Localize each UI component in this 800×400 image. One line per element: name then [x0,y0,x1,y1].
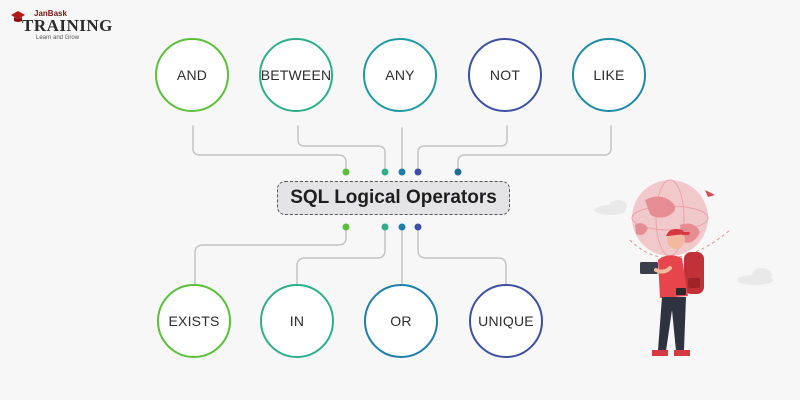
connector-dot [342,223,350,231]
laptop-icon [640,262,658,274]
operator-label: AND [176,67,208,83]
cap-icon [666,228,686,236]
connector-between [297,125,386,173]
operator-label: IN [289,313,305,329]
brand-training-text: TRAINING [22,16,113,35]
operator-circle-any: ANY [363,38,437,112]
connector-not [417,125,508,173]
operator-circle-between: BETWEEN [259,38,333,112]
operator-circle-in: IN [260,284,334,358]
cloud-icon [737,268,773,285]
connector-dot [342,168,350,176]
operator-label: UNIQUE [478,313,534,329]
connector-exists [194,227,347,285]
operator-label: NOT [489,67,521,83]
connector-dot [414,223,422,231]
operator-circle-not: NOT [468,38,542,112]
globe-icon [631,179,709,257]
operator-circle-or: OR [364,284,438,358]
airplane-icon [705,190,715,197]
graduation-cap-icon [11,11,25,22]
operator-label: LIKE [593,67,625,83]
connector-dot [381,223,389,231]
operator-circle-unique: UNIQUE [469,284,543,358]
connector-unique [417,227,507,285]
shoe-icon [674,350,690,356]
connector-in [296,227,386,285]
brand-tagline: Learn and Grow [36,35,80,41]
person-torso [658,255,688,298]
connector-dot [454,168,462,176]
connector-and [192,125,347,173]
connector-like [457,125,612,173]
operator-circle-and: AND [155,38,229,112]
operator-label: ANY [385,67,415,83]
camera-icon [676,288,686,295]
brand-small-text: JanBask [34,9,67,18]
operator-label: EXISTS [168,313,220,329]
connector-dot [381,168,389,176]
operator-circle-like: LIKE [572,38,646,112]
center-title: SQL Logical Operators [290,187,497,208]
traveler-illustration [594,179,773,356]
person-legs [658,297,686,351]
operator-label: OR [390,313,412,329]
center-title-box: SQL Logical Operators [277,181,510,215]
connector-dot [398,223,406,231]
connector-dot [398,168,406,176]
operator-label: BETWEEN [260,67,332,83]
shoe-icon [652,350,668,356]
connector-dot [414,168,422,176]
janbask-logo: JanBask TRAINING Learn and Grow [8,8,112,44]
cloud-icon [594,200,627,215]
operator-circle-exists: EXISTS [157,284,231,358]
